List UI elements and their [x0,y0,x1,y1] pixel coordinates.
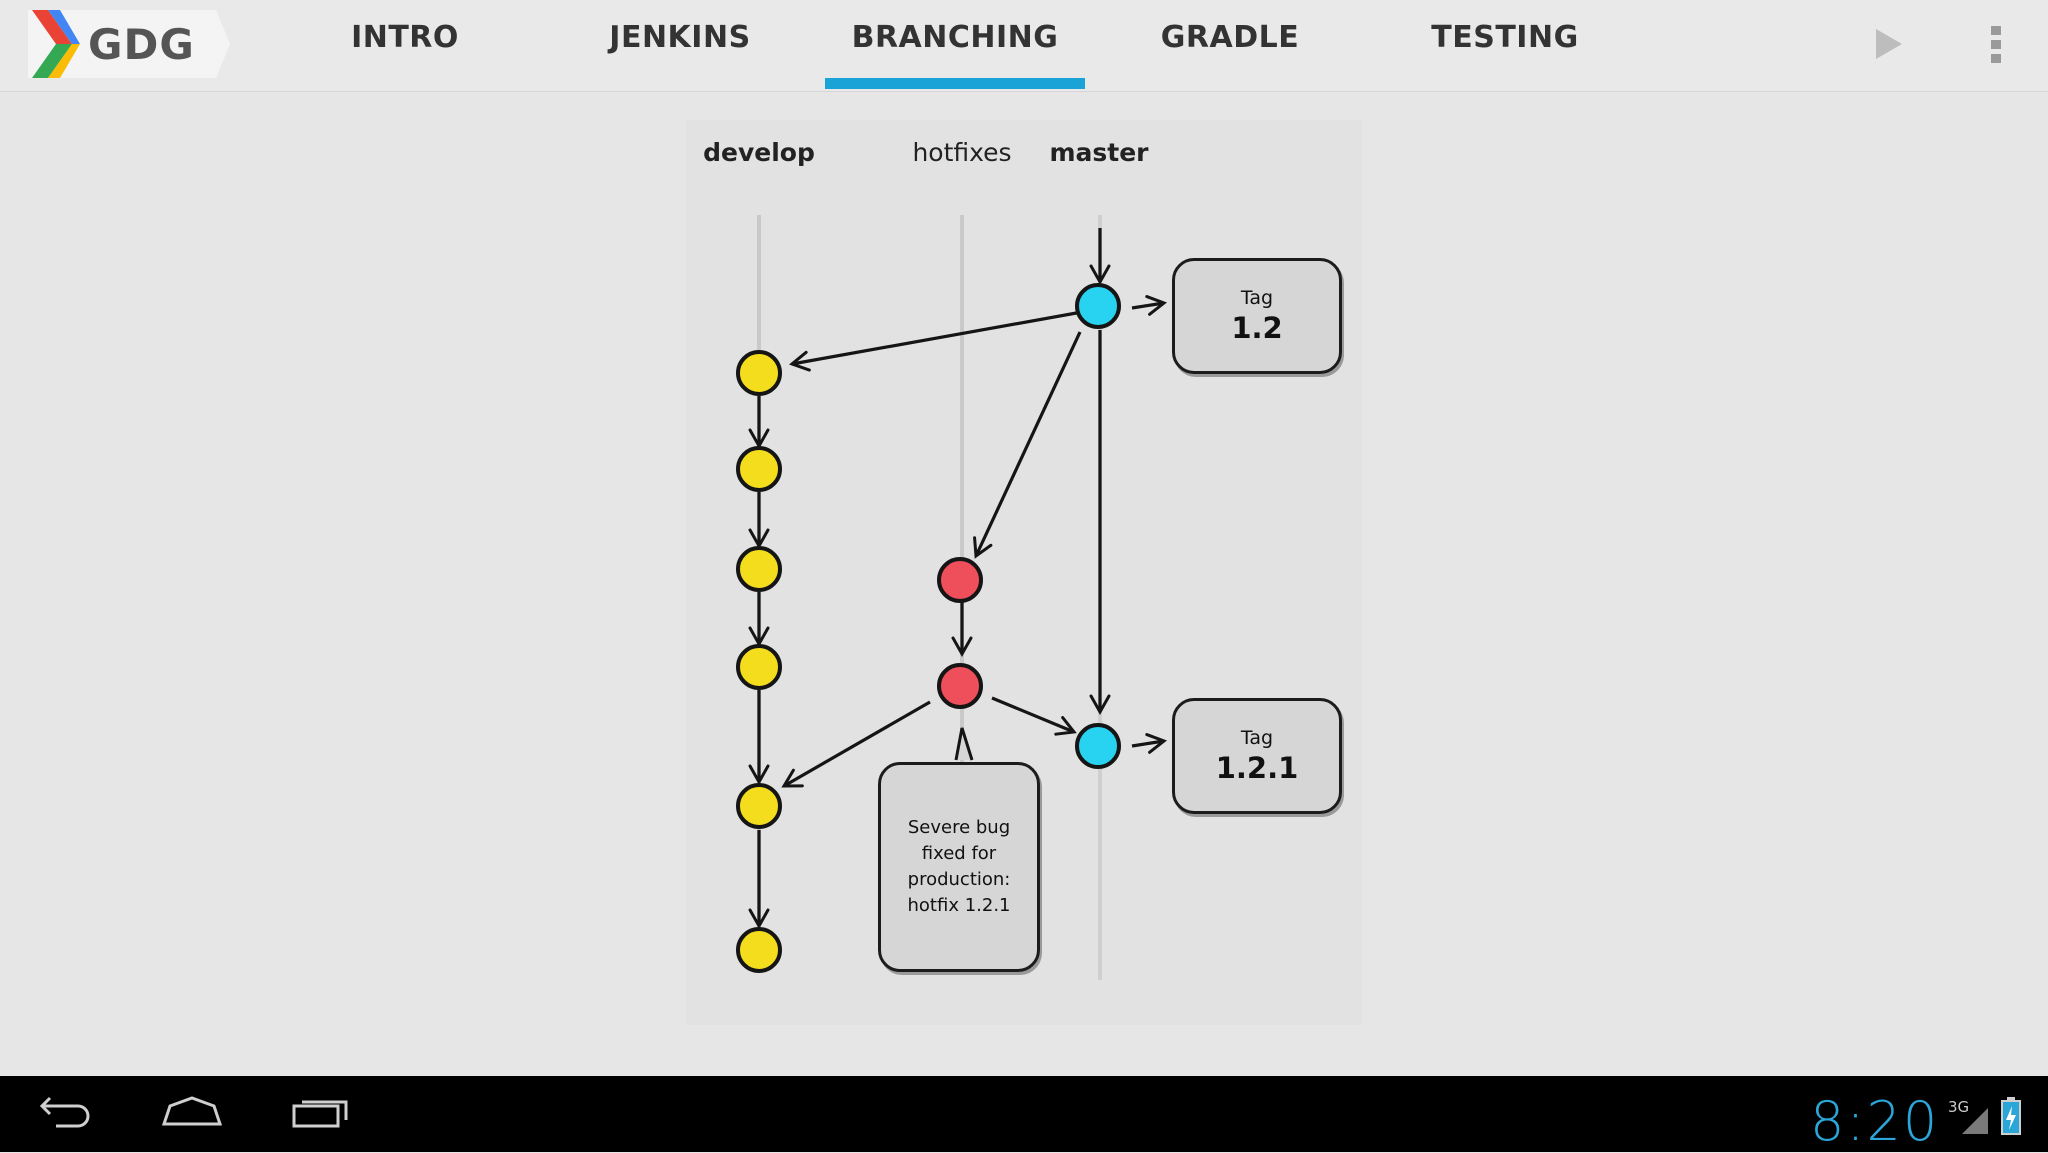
tab-intro[interactable]: INTRO [275,0,535,91]
arrow-hotfix-to-master [991,696,1077,736]
tag-version: 1.2 [1231,311,1283,345]
master-commit [1075,723,1121,769]
tag-bubble-1-2: Tag 1.2 [1172,258,1342,374]
hotfix-commits [937,557,983,709]
branch-label-develop: develop [703,138,815,167]
tag-pointer [1131,733,1168,754]
action-bar: GDG INTRO JENKINS BRANCHING GRADLE TESTI… [0,0,2048,92]
hotfix-note-text: Severe bug fixed for production: hotfix … [907,817,1011,916]
hotfix-commit [937,557,983,603]
branching-diagram [736,215,1168,980]
status-clock: 8:20 [1810,1090,1940,1153]
note-pointer [954,727,974,761]
tab-gradle[interactable]: GRADLE [1100,0,1360,91]
play-icon [1876,29,1902,59]
tab-label: GRADLE [1160,20,1300,55]
develop-commit [736,546,782,592]
tab-testing[interactable]: TESTING [1375,0,1635,91]
tab-label: BRANCHING [851,20,1059,55]
tag-label: Tag [1240,727,1274,749]
system-navigation-bar: 8:20 3G [0,1076,2048,1153]
home-button[interactable] [160,1092,224,1137]
tag-label: Tag [1240,287,1274,309]
tab-branching[interactable]: BRANCHING [825,0,1085,91]
tab-jenkins[interactable]: JENKINS [550,0,810,91]
develop-commit [736,644,782,690]
master-commits [1075,283,1121,769]
tab-label: INTRO [351,20,459,55]
play-button[interactable] [1872,26,1906,62]
network-type-label: 3G [1948,1098,1970,1116]
branch-label-master: master [1049,138,1149,167]
gdg-logo[interactable]: GDG [20,6,230,82]
tag-version: 1.2.1 [1215,751,1299,785]
back-icon [39,1096,90,1128]
recent-apps-button[interactable] [290,1092,354,1137]
arrow-hotfix-to-develop [781,700,931,788]
tab-label: TESTING [1431,20,1579,55]
battery-icon [2001,1097,2021,1135]
tag-bubble-1-2-1: Tag 1.2.1 [1172,698,1342,814]
back-button[interactable] [34,1092,92,1137]
home-icon [161,1096,223,1126]
tab-label: JENKINS [609,20,751,55]
develop-commit [736,350,782,396]
overflow-menu-button[interactable] [1986,24,2006,66]
develop-commit [736,927,782,973]
master-commit [1075,283,1121,329]
develop-commits [736,350,782,973]
arrow-master-to-develop [788,310,1083,372]
signal-icon [1962,1108,1988,1134]
develop-commit [736,783,782,829]
tag-pointer [1131,295,1168,316]
recent-apps-icon [292,1100,348,1128]
commit-arrows [748,228,1168,930]
hotfix-commit [937,663,983,709]
gdg-logo-icon [28,10,230,78]
selected-tab-indicator [825,78,1085,89]
branching-diagram-slide: develop hotfixes master Tag 1.2 Tag 1.2.… [686,120,1362,1025]
branch-label-hotfixes: hotfixes [912,138,1012,167]
arrow-master-to-hotfix [973,331,1082,559]
develop-commit [736,446,782,492]
hotfix-note-bubble: Severe bug fixed for production: hotfix … [878,762,1040,972]
logo-text: GDG [88,20,195,69]
overflow-menu-icon [1991,26,2001,63]
